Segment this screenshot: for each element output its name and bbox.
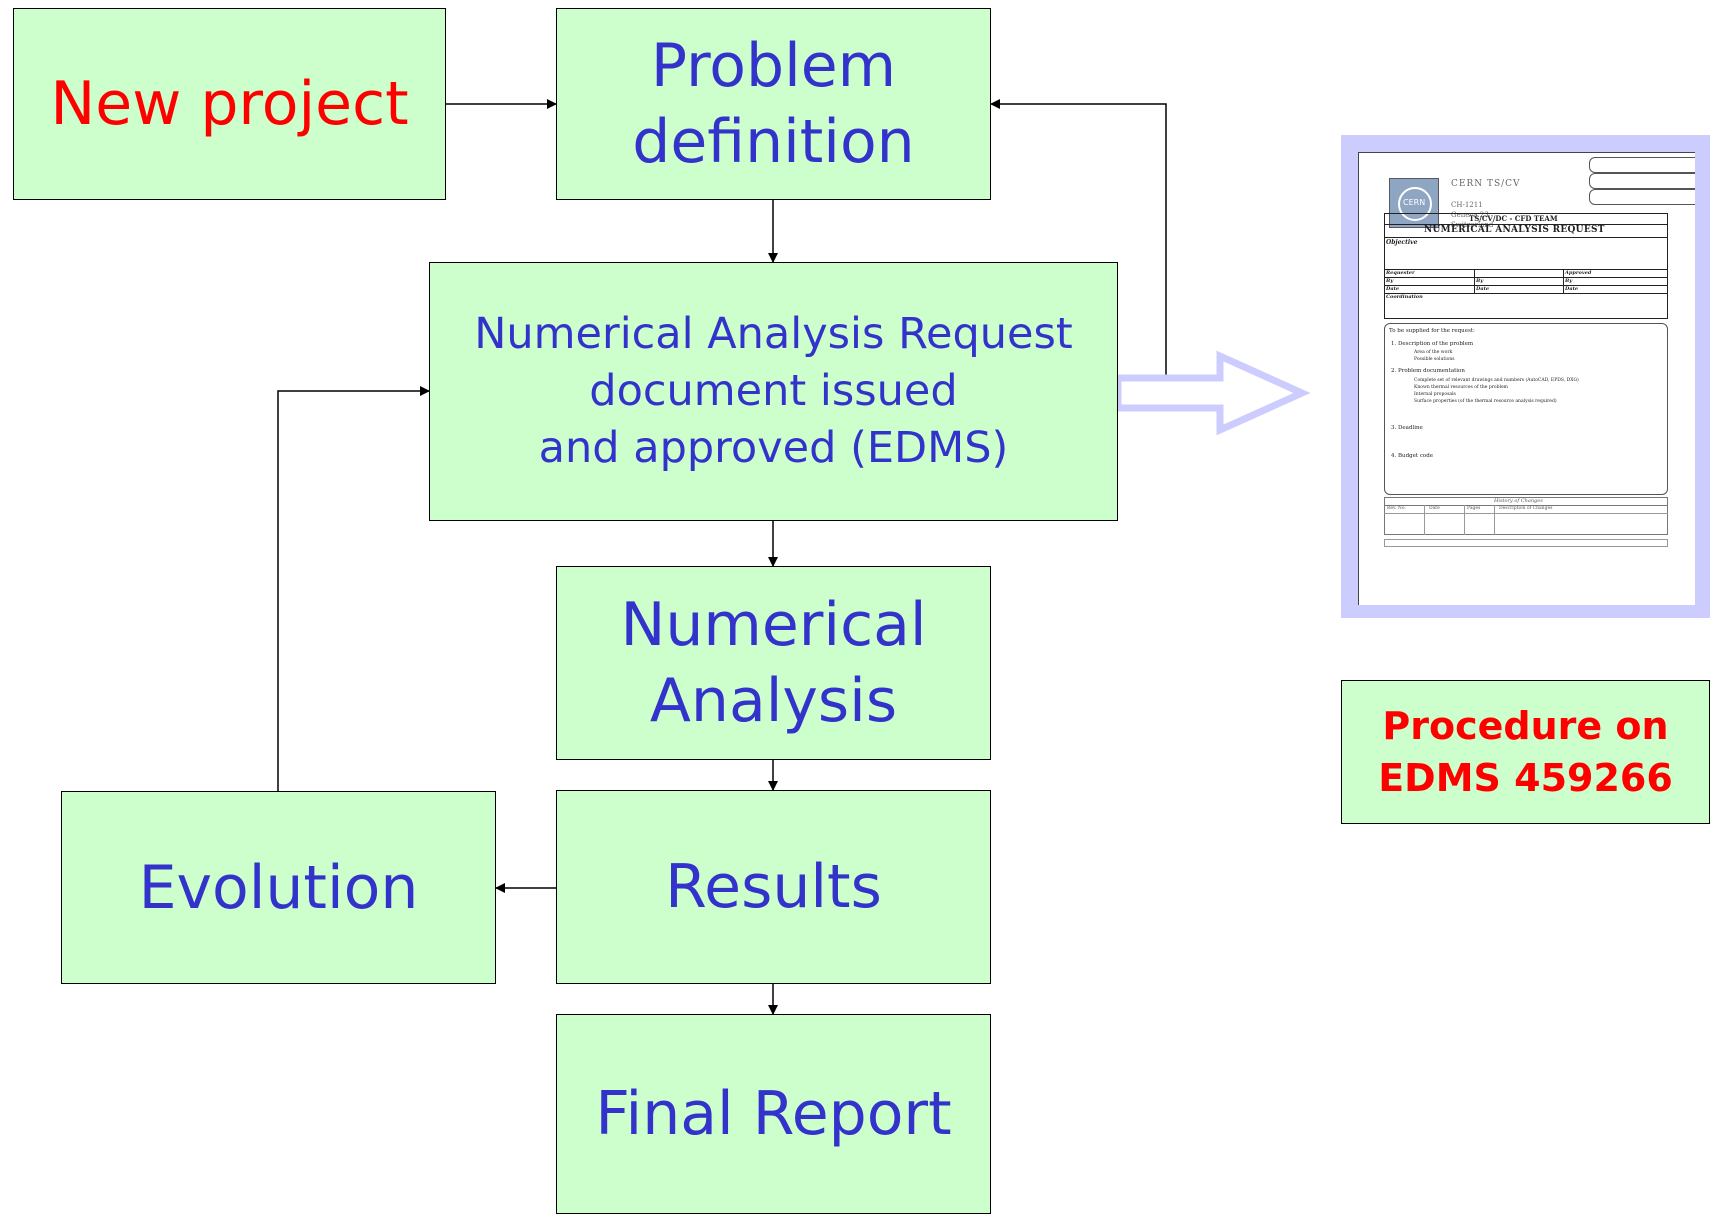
doc-history-col-4: Description of Changes <box>1499 506 1553 511</box>
doc-by: By <box>1386 278 1394 284</box>
new-project-label: New project <box>50 69 409 139</box>
doc-date-2: Date <box>1476 286 1490 292</box>
doc-history-table <box>1384 497 1668 535</box>
doc-history-label: History of Changes <box>1494 498 1543 504</box>
new-project-box: New project <box>13 8 446 200</box>
request-line-2: document issued <box>589 366 958 416</box>
evolution-label: Evolution <box>138 852 419 923</box>
doc-bullet-2-1: Complete set of relevant drawings and nu… <box>1414 378 1579 383</box>
document-preview: CERN CERN TS/CV CH-1211 Geneva 23 Switze… <box>1358 152 1695 605</box>
doc-objective: Objective <box>1386 239 1418 246</box>
doc-history-col-3: Pages <box>1467 506 1481 511</box>
doc-by-2: By <box>1476 278 1484 284</box>
doc-body-box <box>1384 323 1668 495</box>
doc-address-1: CH-1211 <box>1451 201 1483 209</box>
results-box: Results <box>556 790 991 984</box>
doc-header-table <box>1384 213 1668 319</box>
doc-bullet-1-1: Area of the work <box>1414 350 1453 355</box>
procedure-note-box: Procedure on EDMS 459266 <box>1341 680 1710 824</box>
doc-address-3: Switzerland <box>1451 221 1494 229</box>
request-line-3: and approved (EDMS) <box>538 423 1009 473</box>
procedure-line-2: EDMS 459266 <box>1378 756 1673 800</box>
doc-bullet-2-4: Surface properties (of the thermal resou… <box>1414 399 1557 404</box>
doc-section-1: 1. Description of the problem <box>1391 341 1474 347</box>
cern-logo-text: CERN <box>1403 198 1426 207</box>
doc-date-3: Date <box>1565 286 1579 292</box>
arrow-evolution-to-request <box>277 386 430 791</box>
request-document-box: Numerical Analysis Request document issu… <box>429 262 1118 521</box>
doc-bullet-2-2: Known thermal resources of the problem <box>1414 385 1508 390</box>
cern-logo-icon: CERN <box>1389 178 1439 228</box>
final-report-box: Final Report <box>556 1014 991 1214</box>
request-line-1: Numerical Analysis Request <box>474 309 1073 359</box>
doc-intro: To be supplied for the request: <box>1389 328 1475 334</box>
doc-title: NUMERICAL ANALYSIS REQUEST <box>1424 225 1605 235</box>
final-report-label: Final Report <box>595 1079 952 1149</box>
doc-section-3: 3. Deadline <box>1391 425 1423 431</box>
problem-definition-line-1: Problem <box>650 31 897 101</box>
doc-history-col-1: Rev. No. <box>1387 506 1406 511</box>
evolution-box: Evolution <box>61 791 496 984</box>
problem-definition-line-2: definition <box>632 107 915 177</box>
doc-section-2: 2. Problem documentation <box>1391 368 1465 374</box>
doc-address-2: Geneva 23 <box>1451 211 1489 219</box>
doc-coordination: Coordination <box>1386 294 1423 300</box>
doc-date: Date <box>1386 286 1400 292</box>
results-label: Results <box>665 852 882 922</box>
doc-approved: Approved <box>1565 270 1592 276</box>
doc-team: TS/CV/DC - CFD TEAM <box>1469 214 1558 223</box>
doc-history-col-2: Date <box>1429 506 1440 511</box>
doc-bullet-2-3: Internal proposals <box>1414 392 1456 397</box>
numerical-analysis-box: Numerical Analysis <box>556 566 991 760</box>
doc-requester: Requester <box>1386 270 1415 276</box>
numerical-analysis-line-2: Analysis <box>649 666 898 736</box>
doc-bullet-1-2: Possible solutions <box>1414 357 1455 362</box>
doc-section-4: 4. Budget code <box>1391 453 1434 459</box>
numerical-analysis-line-1: Numerical <box>620 590 927 660</box>
doc-by-3: By <box>1565 278 1573 284</box>
procedure-line-1: Procedure on <box>1382 704 1669 748</box>
doc-org: CERN TS/CV <box>1451 179 1521 189</box>
hollow-arrow-to-document <box>1114 350 1311 436</box>
problem-definition-box: Problem definition <box>556 8 991 200</box>
